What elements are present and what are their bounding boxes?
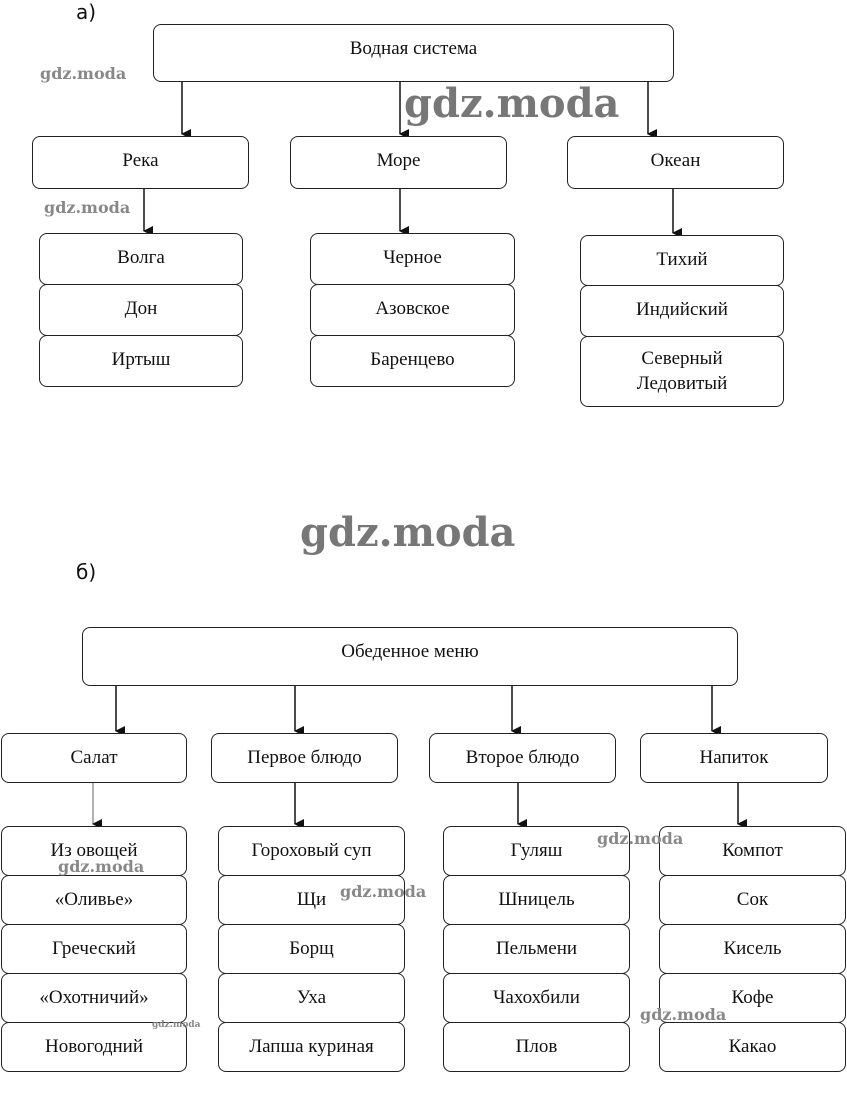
salad-item: Греческий [1,924,187,974]
branch-drink: Напиток [640,733,828,783]
lunch-menu-root: Обеденное меню [82,627,738,686]
river-item: Иртыш [39,335,243,387]
first-course-item: Уха [218,973,405,1023]
salad-item: «Охотничий» [1,973,187,1023]
branch-first-course: Первое блюдо [211,733,398,783]
branch-river: Река [32,136,249,189]
first-course-item: Лапша куриная [218,1022,405,1072]
second-course-item: Гуляш [443,826,630,876]
branch-second-course: Второе блюдо [429,733,616,783]
first-course-item: Борщ [218,924,405,974]
branch-sea: Море [290,136,507,189]
watermark: gdz.moda [58,857,145,876]
ocean-item: Северный Ледовитый [580,336,784,407]
salad-item: Новогодний [1,1022,187,1072]
second-course-item: Чахохбили [443,973,630,1023]
section-b-label: б) [76,560,97,584]
ocean-item: Индийский [580,285,784,337]
river-item: Дон [39,284,243,336]
second-course-item: Плов [443,1022,630,1072]
first-course-item: Щи [218,875,405,925]
drink-item: Компот [659,826,846,876]
salad-item: «Оливье» [1,875,187,925]
watermark: gdz.moda [340,882,427,901]
drink-item: Сок [659,875,846,925]
drink-item: Кисель [659,924,846,974]
watermark: gdz.moda [640,1005,727,1024]
section-a-label: а) [76,0,97,24]
first-course-item: Гороховый суп [218,826,405,876]
salad-item: Из овощей [1,826,187,876]
watermark: gdz.moda [300,509,516,556]
water-system-root: Водная система [153,24,674,82]
sea-item: Черное [310,233,515,285]
ocean-item: Тихий [580,235,784,286]
drink-item: Кофе [659,973,846,1023]
branch-ocean: Океан [567,136,784,189]
watermark: gdz.moda [152,1020,201,1030]
sea-item: Азовское [310,284,515,336]
watermark: gdz.moda [404,80,620,127]
watermark: gdz.moda [40,64,127,83]
river-item: Волга [39,233,243,285]
watermark: gdz.moda [597,829,684,848]
branch-salad: Салат [1,733,187,783]
sea-item: Баренцево [310,335,515,387]
second-course-item: Шницель [443,875,630,925]
drink-item: Какао [659,1022,846,1072]
second-course-item: Пельмени [443,924,630,974]
watermark: gdz.moda [44,198,131,217]
